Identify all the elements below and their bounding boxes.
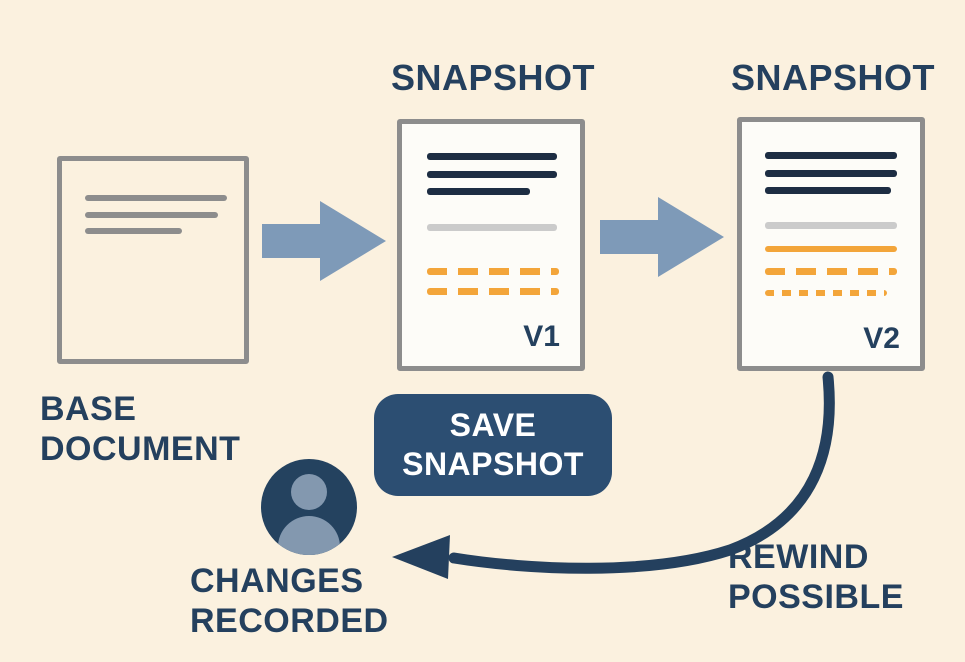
doc-line [765, 187, 891, 194]
doc-line [427, 188, 530, 195]
base-document [57, 156, 249, 364]
user-avatar-icon [261, 459, 357, 555]
doc-line [427, 153, 557, 160]
flow-arrow-right-icon [262, 201, 386, 281]
flow-arrow-right-icon [600, 197, 724, 277]
doc-line [427, 224, 557, 231]
doc-line [85, 195, 227, 201]
version-badge-v1: V1 [523, 320, 560, 353]
snapshot-v1-title: SNAPSHOT [391, 57, 596, 98]
doc-line [85, 212, 218, 218]
doc-line-dashed [427, 288, 559, 295]
doc-line-dashed [427, 268, 559, 275]
doc-line-dotted [765, 290, 887, 296]
doc-line [765, 246, 897, 252]
doc-line-dashed [765, 268, 897, 275]
save-snapshot-button: SAVE SNAPSHOT [374, 394, 612, 496]
version-badge-v2: V2 [863, 322, 900, 355]
save-snapshot-button-label: SAVE SNAPSHOT [402, 406, 584, 482]
base-document-label: BASE DOCUMENT [40, 390, 241, 469]
doc-line [85, 228, 182, 234]
snapshot-v2-title: SNAPSHOT [731, 57, 936, 98]
changes-recorded-label: CHANGES RECORDED [190, 562, 389, 641]
avatar-shoulders [278, 516, 340, 555]
avatar-head [291, 474, 327, 510]
rewind-curved-arrow-icon [392, 371, 835, 579]
snapshot-v1-document: V1 [397, 119, 585, 371]
doc-line [765, 222, 897, 229]
doc-line [427, 171, 557, 178]
doc-line [765, 170, 897, 177]
snapshot-v2-document: V2 [737, 117, 925, 371]
doc-line [765, 152, 897, 159]
rewind-possible-label: REWIND POSSIBLE [728, 538, 904, 617]
